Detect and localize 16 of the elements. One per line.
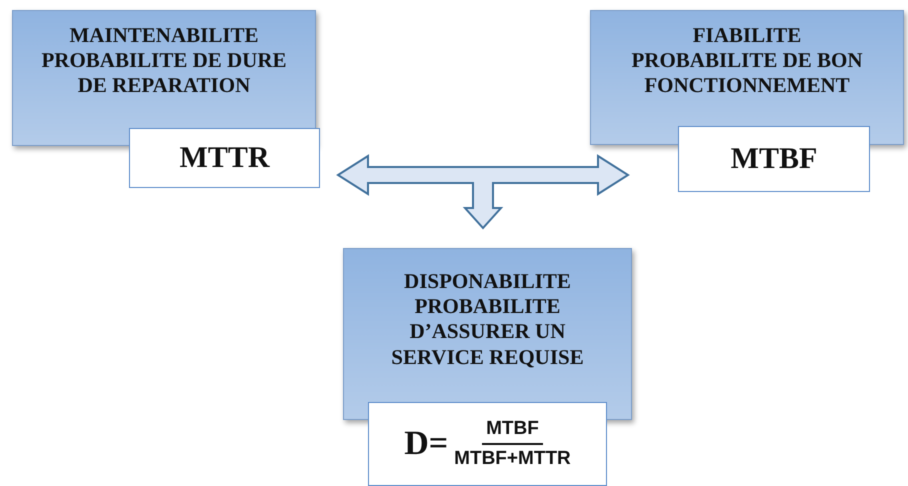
formula-box bbox=[368, 402, 607, 486]
value-label: MTTR bbox=[180, 141, 270, 174]
heading-card bbox=[12, 10, 316, 146]
heading-card bbox=[590, 10, 904, 145]
value-box bbox=[129, 128, 320, 188]
double-block-arrow bbox=[336, 154, 630, 196]
fraction-numerator: MTBF bbox=[482, 418, 543, 445]
value-label: MTBF bbox=[730, 142, 818, 175]
value-box bbox=[678, 126, 870, 192]
down-block-arrow bbox=[462, 181, 504, 230]
fraction-denominator: MTBF+MTTR bbox=[454, 447, 571, 470]
card-heading: FIABILITE PROBABILITE DE BON FONCTIONNEMENT bbox=[630, 23, 864, 99]
card-heading: MAINTENABILITE PROBABILITE DE DURE DE REPARATION bbox=[40, 23, 288, 99]
heading-card bbox=[343, 248, 632, 420]
card-heading: DISPONABILITE PROBABILITE D’ASSURER UN SERVICE REQUISE bbox=[390, 269, 585, 370]
formula-label: D= bbox=[404, 425, 448, 463]
